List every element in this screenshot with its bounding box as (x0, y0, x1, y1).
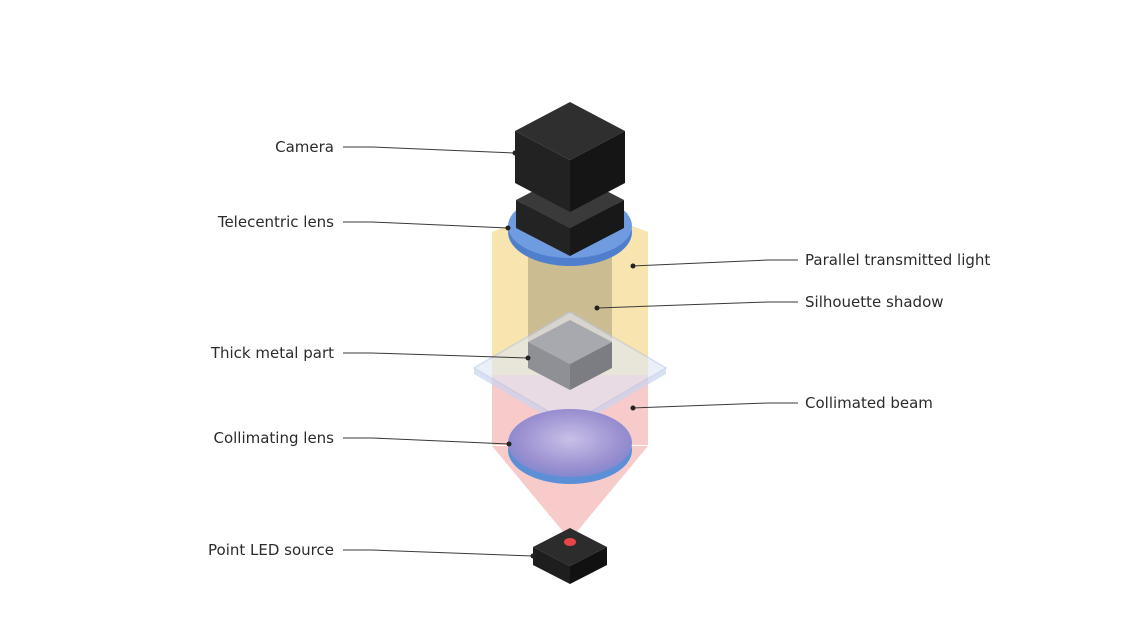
leader-dot-parallel-transmitted-light (630, 263, 636, 269)
thick-metal-part (528, 320, 612, 390)
label-parallel-transmitted-light: Parallel transmitted light (805, 251, 990, 269)
label-collimated-beam: Collimated beam (805, 394, 933, 412)
leader-dot-camera (512, 150, 518, 156)
leader-collimated-beam (632, 402, 798, 409)
leader-dot-point-led-source (530, 553, 536, 559)
label-silhouette-shadow: Silhouette shadow (805, 293, 944, 311)
label-thick-metal-part: Thick metal part (210, 344, 334, 362)
leader-dot-collimated-beam (630, 405, 636, 411)
leader-collimating-lens (343, 437, 510, 445)
leader-dot-silhouette-shadow (594, 305, 600, 311)
leader-dot-telecentric-lens (505, 225, 511, 231)
point-led-source (533, 528, 607, 584)
label-telecentric-lens: Telecentric lens (217, 213, 334, 231)
label-collimating-lens: Collimating lens (213, 429, 334, 447)
label-point-led-source: Point LED source (208, 541, 334, 559)
leader-dot-thick-metal-part (525, 355, 531, 361)
leader-silhouette-shadow (596, 301, 798, 309)
leader-dot-collimating-lens (506, 441, 512, 447)
camera-body (515, 102, 625, 212)
label-camera: Camera (275, 138, 334, 156)
leader-parallel-transmitted-light (632, 259, 798, 267)
leader-thick-metal-part (343, 352, 529, 359)
leader-telecentric-lens (343, 221, 509, 229)
collimating-lens (508, 409, 632, 484)
led-emitter (564, 538, 576, 546)
leader-camera (343, 146, 516, 154)
leader-point-led-source (343, 549, 534, 557)
